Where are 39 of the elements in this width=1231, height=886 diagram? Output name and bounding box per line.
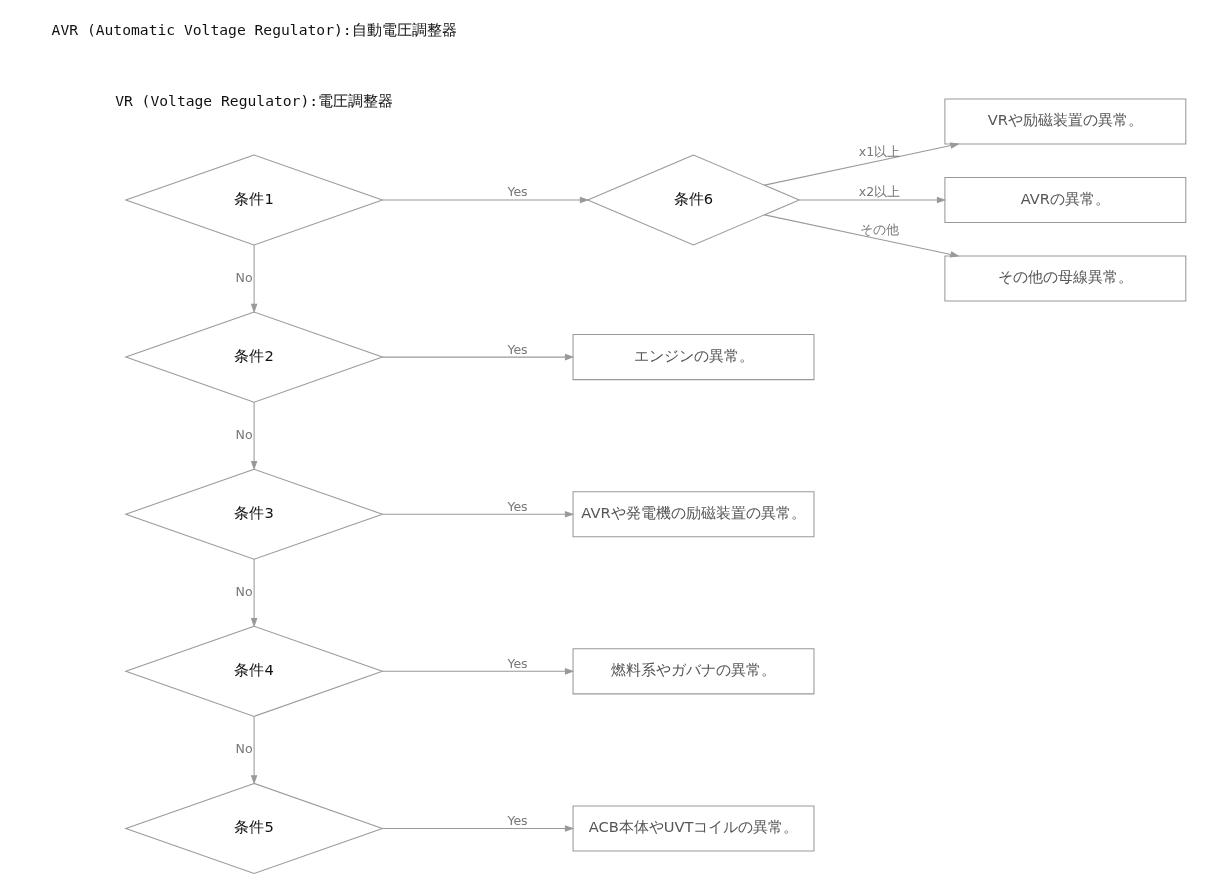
arrow <box>381 510 574 518</box>
edge-label: Yes <box>506 341 528 357</box>
arrow <box>381 353 574 361</box>
label: VR (Voltage Regulator):電圧調整器 <box>114 92 393 110</box>
node-box: エンジンの異常。 <box>572 334 814 381</box>
node-diamond: 条件1 <box>123 154 384 246</box>
edge-label: No <box>235 584 253 600</box>
node-box: VRや励磁装置の異常。 <box>943 98 1186 145</box>
arrow <box>381 668 574 675</box>
arrow <box>250 244 257 314</box>
arrow <box>763 142 960 186</box>
edge-label: No <box>235 426 253 442</box>
node-box: AVRの異常。 <box>943 176 1186 224</box>
node-diamond: 条件6 <box>585 154 801 246</box>
arrow <box>250 401 257 471</box>
node-box: ACB本体やUVTコイルの異常。 <box>572 805 814 852</box>
edge-label: Yes <box>506 498 528 514</box>
node-diamond: 条件5 <box>123 782 384 875</box>
arrow <box>381 825 574 832</box>
node-diamond: 条件2 <box>123 311 384 403</box>
edge-label: Yes <box>506 655 528 671</box>
node-diamond: 条件4 <box>123 625 384 717</box>
edge-label: その他 <box>859 222 899 238</box>
node-diamond: 条件3 <box>123 468 384 560</box>
arrow <box>250 715 257 785</box>
arrow <box>763 214 960 258</box>
edge-label: No <box>235 269 253 285</box>
node-box: AVRや発電機の励磁装置の異常。 <box>572 491 814 538</box>
arrow <box>798 196 946 204</box>
edge-label: Yes <box>506 184 528 200</box>
edge-label: x2以上 <box>858 184 900 200</box>
edge-label: No <box>235 741 253 757</box>
arrow <box>381 196 589 204</box>
label: AVR (Automatic Voltage Regulator):自動電圧調整器 <box>51 21 457 39</box>
edge-label: Yes <box>506 812 528 828</box>
edge-label: x1以上 <box>858 143 900 159</box>
node-box: 燃料系やガバナの異常。 <box>572 648 814 695</box>
node-box: その他の母線異常。 <box>943 255 1186 302</box>
arrow <box>250 558 257 628</box>
